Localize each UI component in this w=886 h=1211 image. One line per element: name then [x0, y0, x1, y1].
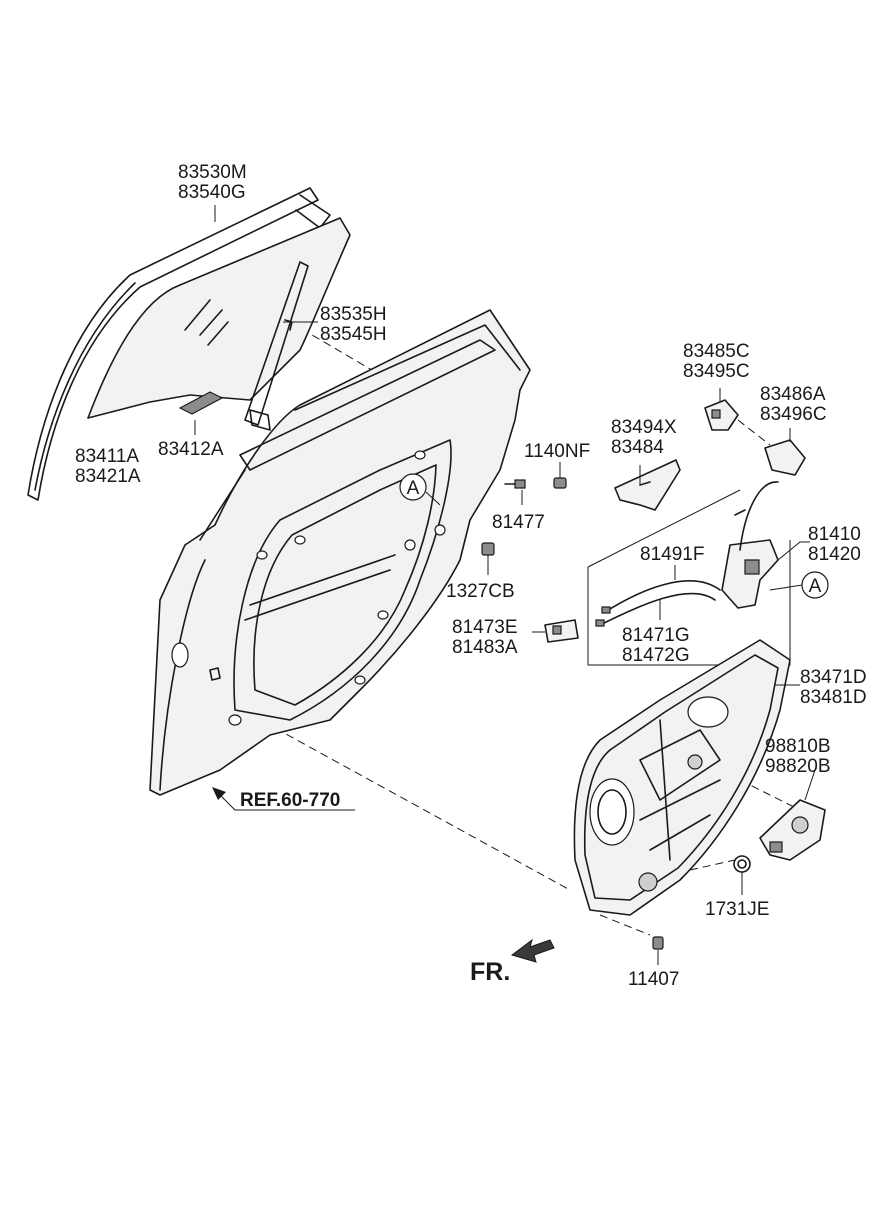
- glass-run-part: [27, 187, 331, 501]
- label-glass-2: 83421A: [75, 466, 141, 487]
- window-motor-part: [759, 769, 826, 861]
- label-lock-holder-2: 83484: [611, 437, 664, 458]
- callout-a-latch: A: [769, 571, 829, 599]
- label-cable-set-1: 81471G: [622, 625, 690, 646]
- bolt-11407-part: [652, 936, 664, 965]
- label-grommet: 1731JE: [705, 899, 769, 920]
- latch-group-frame: [587, 489, 791, 666]
- label-glass-pad: 83412A: [158, 439, 224, 460]
- label-bracket-a-1: 83485C: [683, 341, 750, 362]
- label-latch-2: 81420: [808, 544, 861, 565]
- label-bracket-b-2: 83496C: [760, 404, 827, 425]
- label-screw-81477: 81477: [492, 512, 545, 533]
- label-striker-1: 81473E: [452, 617, 518, 638]
- label-latch-1: 81410: [808, 524, 861, 545]
- door-latch-part: [721, 481, 810, 609]
- label-glass-run-1: 83530M: [178, 162, 247, 183]
- label-glass-run-2: 83540G: [178, 182, 246, 203]
- label-striker-2: 81483A: [452, 637, 518, 658]
- label-nut-1327cb: 1327CB: [446, 581, 515, 602]
- bracket-83486a-part: [737, 419, 806, 476]
- grommet-part: [733, 855, 751, 895]
- bolt-1140nf-part: [553, 462, 567, 489]
- label-front: FR.: [470, 958, 510, 986]
- bracket-83485c-part: [704, 388, 739, 431]
- door-inner-panel: [149, 309, 531, 796]
- label-glass-1: 83411A: [75, 446, 139, 467]
- striker-part: [532, 619, 579, 643]
- door-glass-part: [87, 217, 351, 419]
- door-module-panel: [573, 639, 800, 916]
- label-bracket-b-1: 83486A: [760, 384, 826, 405]
- label-channel-1: 83535H: [320, 304, 387, 325]
- label-cable-set-2: 81472G: [622, 645, 690, 666]
- label-module-panel-2: 83481D: [800, 687, 867, 708]
- label-motor-2: 98820B: [765, 756, 831, 777]
- label-bolt-1140nf: 1140NF: [524, 441, 590, 462]
- label-bracket-a-2: 83495C: [683, 361, 750, 382]
- screw-81477-part: [504, 479, 526, 505]
- front-arrow-icon: [510, 938, 555, 963]
- nut-1327cb-part: [481, 542, 495, 575]
- lock-holder-part: [614, 459, 681, 511]
- part-labels: 83530M 83540G 83535H 83545H 83411A 83421…: [75, 162, 867, 990]
- label-module-panel-1: 83471D: [800, 667, 867, 688]
- glass-pad-part: [178, 391, 224, 415]
- label-lock-holder-1: 83494X: [611, 417, 677, 438]
- ref-arrow: [212, 787, 355, 811]
- callout-a-door-label: A: [407, 478, 420, 499]
- door-cables-part: [595, 565, 721, 627]
- callout-a-door: A: [399, 473, 441, 506]
- label-motor-1: 98810B: [765, 736, 831, 757]
- label-bolt-11407: 11407: [628, 969, 679, 990]
- label-channel-2: 83545H: [320, 324, 387, 345]
- label-cable: 81491F: [640, 544, 704, 565]
- callout-a-latch-label: A: [809, 576, 822, 597]
- left-leaders: [194, 205, 318, 435]
- label-ref: REF.60-770: [240, 790, 340, 811]
